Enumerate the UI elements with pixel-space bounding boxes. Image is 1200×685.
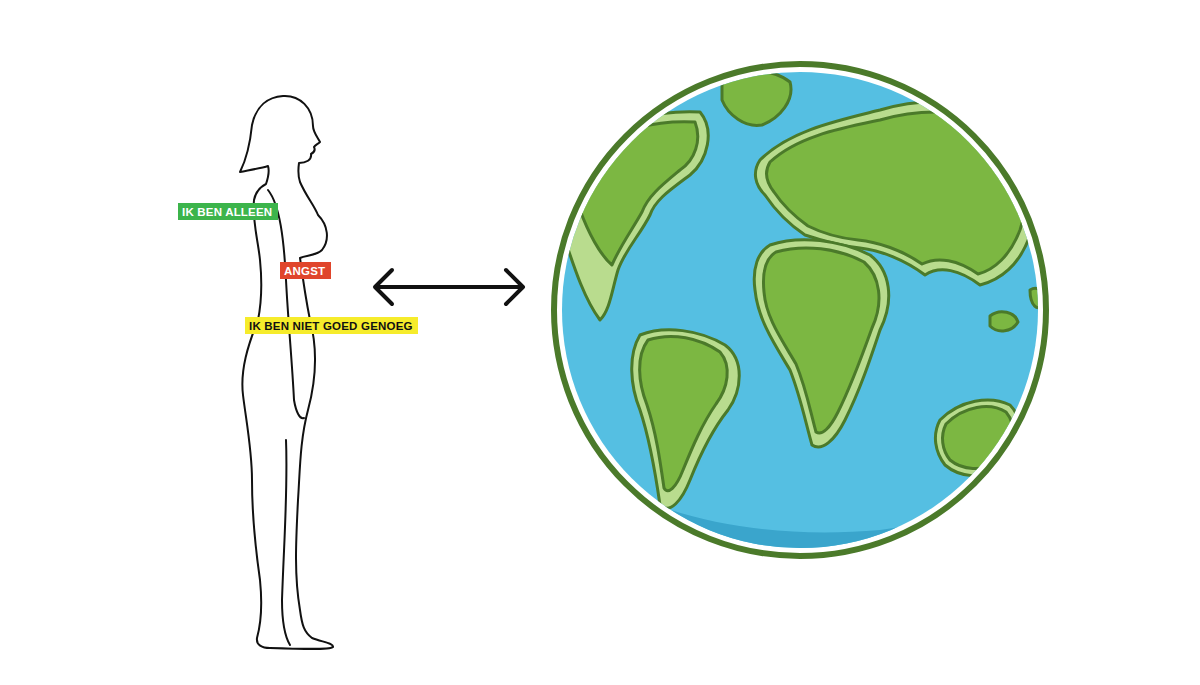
continent (563, 112, 708, 320)
leg-gap (282, 440, 290, 645)
continent (935, 400, 1019, 476)
human-figure (240, 96, 333, 649)
emotion-label-box: IK BEN NIET GOED GENOEG (245, 317, 418, 334)
arm-line (268, 190, 304, 418)
body-outline (240, 96, 333, 649)
double-arrow (375, 270, 523, 304)
continent (754, 240, 888, 447)
continent (632, 330, 740, 508)
label-text: ANGST (284, 264, 327, 278)
emotion-label-box: IK BEN ALLEEN (178, 203, 278, 220)
globe (540, 64, 1050, 560)
label-text: IK BEN ALLEEN (182, 205, 274, 219)
label-text: IK BEN NIET GOED GENOEG (249, 319, 414, 333)
emotion-label-box: ANGST (280, 262, 331, 279)
